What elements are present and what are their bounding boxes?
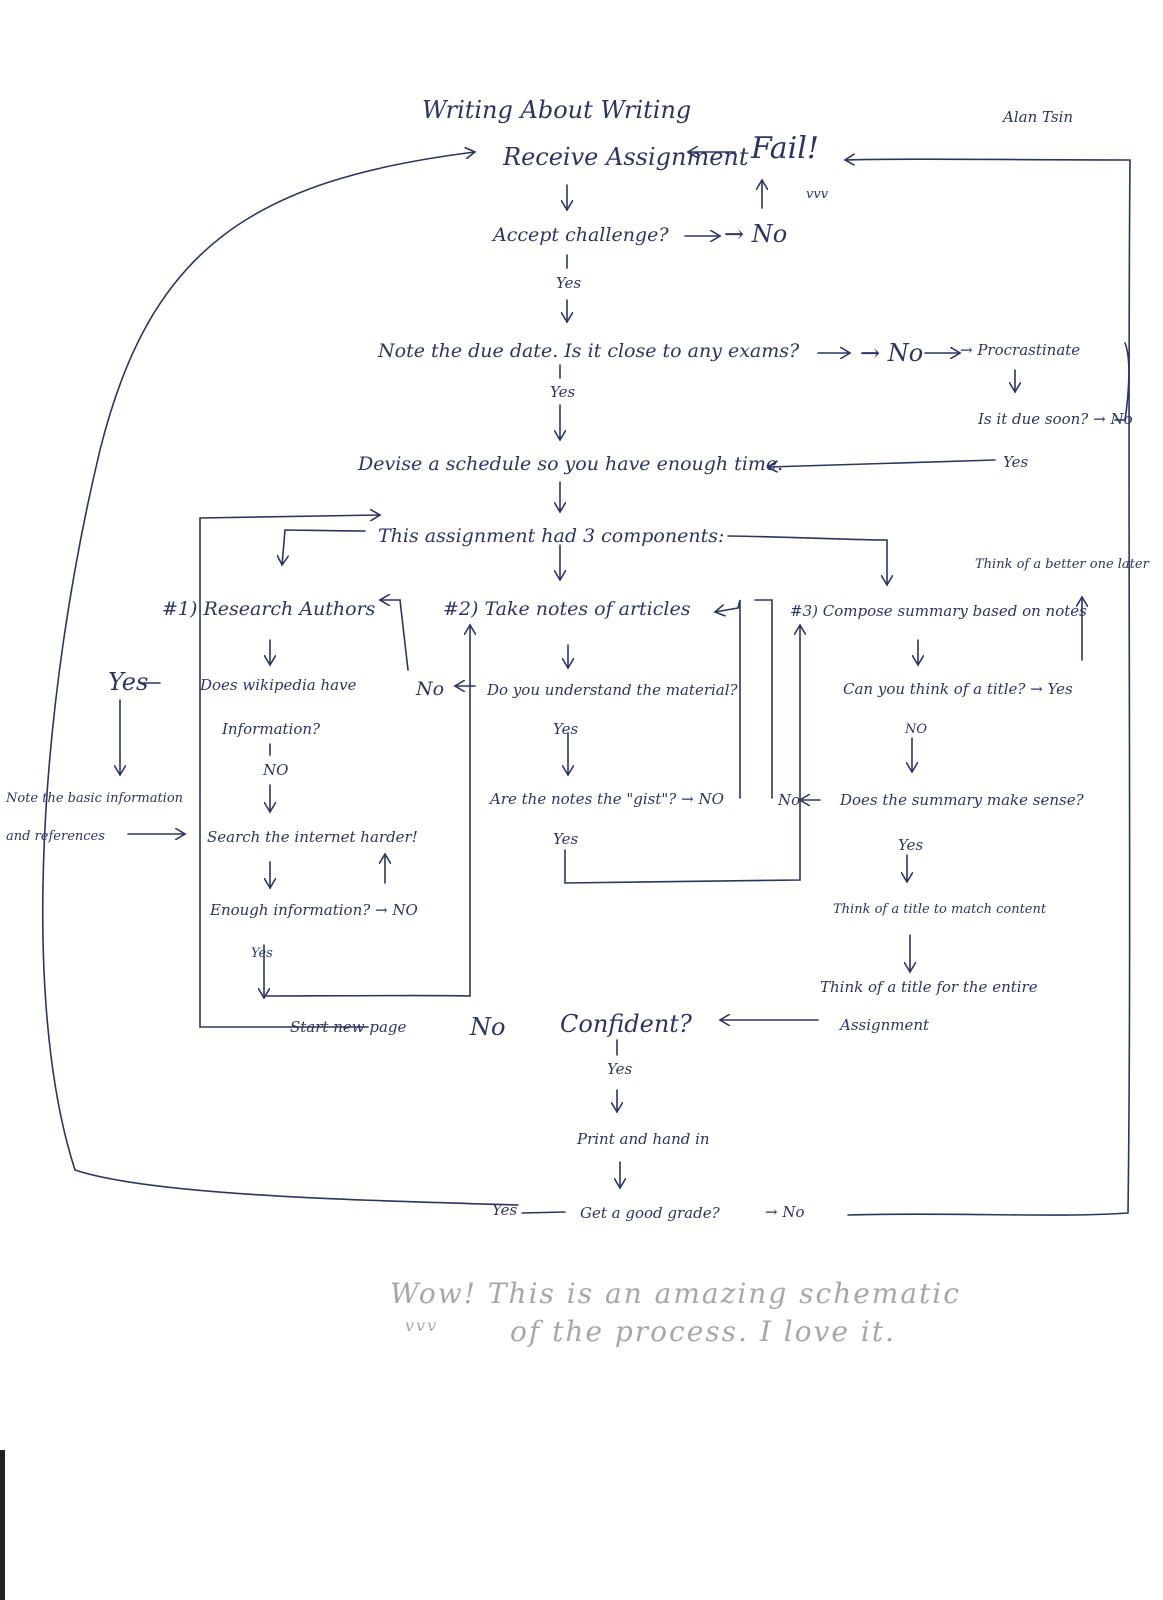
author-name: Alan Tsin	[1003, 108, 1074, 126]
due-yes-label: Yes	[550, 383, 576, 401]
node-receive-assignment: Receive Assignment	[503, 143, 749, 171]
teacher-comment-line1: Wow! This is an amazing schematic	[390, 1277, 961, 1310]
node-confident: Confident?	[560, 1010, 692, 1038]
node-note-basic-info: Note the basic information	[6, 791, 184, 806]
node-devise-schedule: Devise a schedule so you have enough tim…	[358, 453, 784, 475]
node-think-title: Can you think of a title? → Yes	[843, 680, 1073, 698]
teacher-comment-marks: vvv	[405, 1316, 439, 1335]
node-start-new-page: Start new page	[290, 1018, 407, 1036]
node-accept-challenge: Accept challenge?	[493, 224, 669, 246]
sense-yes-label: Yes	[898, 836, 924, 854]
node-procrastinate: → Procrastinate	[960, 341, 1081, 359]
node-three-components: This assignment had 3 components:	[378, 525, 725, 547]
node-wikipedia: Does wikipedia have	[200, 676, 357, 694]
title-no-label: NO	[905, 722, 928, 737]
node-due-date: Note the due date. Is it close to any ex…	[378, 340, 800, 362]
due-soon-yes-label: Yes	[1003, 453, 1029, 471]
node-notes-gist: Are the notes the "gist"? → NO	[490, 790, 724, 808]
node-understand-material: Do you understand the material?	[487, 681, 738, 699]
node-fail: Fail!	[751, 131, 819, 166]
node-note-references: and references	[6, 829, 105, 844]
node-compose-summary: #3) Compose summary based on notes	[790, 602, 1087, 620]
node-research-authors: #1) Research Authors	[162, 598, 376, 620]
confident-yes-label: Yes	[607, 1060, 633, 1078]
node-summary-sense: Does the summary make sense?	[840, 791, 1084, 809]
wiki-no-label: NO	[263, 761, 289, 779]
accept-no-label: → No	[724, 220, 788, 248]
sense-no-label: No	[778, 791, 801, 809]
teacher-comment-line2: of the process. I love it.	[510, 1315, 897, 1348]
node-better-title-later: Think of a better one later	[975, 557, 1149, 572]
due-no-label: → No	[860, 339, 924, 367]
accept-yes-label: Yes	[556, 274, 582, 292]
node-good-grade: Get a good grade?	[580, 1204, 720, 1222]
node-due-soon: Is it due soon? → No	[978, 410, 1133, 428]
wiki-yes-label: Yes	[108, 668, 149, 696]
grade-yes-label: Yes	[492, 1201, 518, 1219]
understand-yes-label: Yes	[553, 720, 579, 738]
binder-edge	[0, 1450, 5, 1600]
node-wikipedia-information: Information?	[222, 720, 321, 738]
node-print-hand-in: Print and hand in	[577, 1130, 710, 1148]
node-take-notes: #2) Take notes of articles	[443, 598, 691, 620]
node-search-harder: Search the internet harder!	[207, 828, 418, 846]
grade-no-label: → No	[765, 1203, 805, 1221]
confident-no-label: No	[470, 1013, 506, 1041]
flowchart-title: Writing About Writing	[422, 96, 692, 124]
gist-yes-label: Yes	[553, 830, 579, 848]
enough-yes-label: Yes	[251, 946, 273, 961]
understand-no-label: No	[416, 678, 445, 700]
node-title-entire-assignment: Assignment	[840, 1016, 930, 1034]
node-title-content: Think of a title to match content	[833, 902, 1047, 917]
fail-check-marks: vvv	[806, 187, 829, 202]
node-title-entire: Think of a title for the entire	[820, 978, 1038, 996]
node-enough-info: Enough information? → NO	[210, 901, 418, 919]
